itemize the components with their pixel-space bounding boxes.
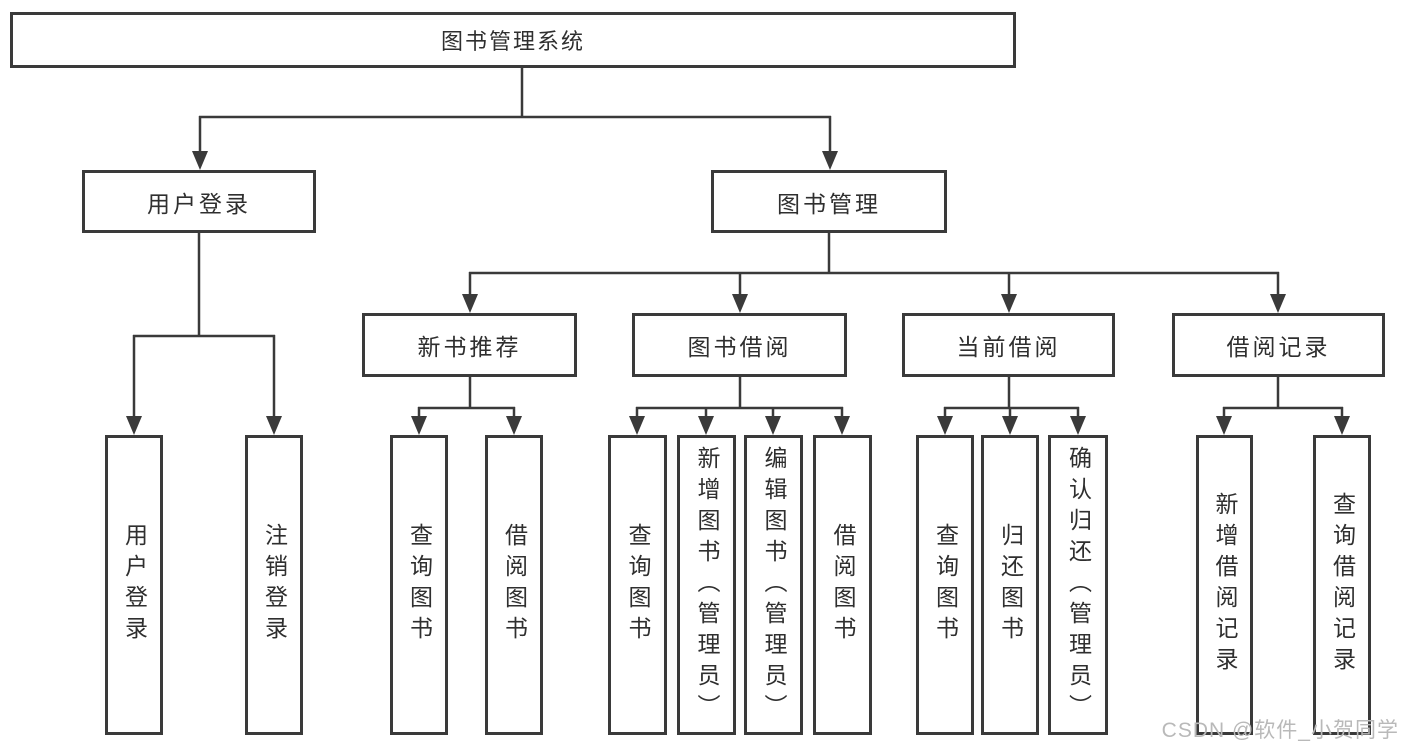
node-root: 图书管理系统 [10,12,1016,68]
node-label: 归还图书 [997,523,1024,647]
node-label: 查询图书 [625,523,651,647]
node-leaf-logout: 注销登录 [245,435,303,735]
node-book-borrowing: 图书借阅 [632,313,847,377]
node-label: 借阅图书 [501,523,528,647]
node-leaf-confirm-return-admin: 确认归还（管理员） [1048,435,1108,735]
watermark: CSDN @软件_小贺同学 [1161,719,1399,742]
node-new-book-recommend: 新书推荐 [362,313,577,377]
node-label: 用户登录 [147,190,251,217]
node-leaf-borrow-books-1: 借阅图书 [485,435,543,735]
node-label: 查询图书 [406,523,433,647]
node-label: 注销登录 [261,523,288,647]
node-borrowing-records: 借阅记录 [1172,313,1385,377]
node-label: 图书管理系统 [440,29,585,54]
node-user-login-branch: 用户登录 [82,170,316,233]
node-leaf-return-books: 归还图书 [981,435,1039,735]
node-leaf-query-borrow-record: 查询借阅记录 [1313,435,1371,735]
node-label: 新增借阅记录 [1212,492,1238,678]
node-label: 用户登录 [121,523,148,647]
node-label: 图书借阅 [687,334,792,360]
node-leaf-query-books-2: 查询图书 [608,435,667,735]
node-book-management: 图书管理 [711,170,947,233]
node-current-borrowing: 当前借阅 [902,313,1115,377]
node-label: 查询图书 [932,523,959,647]
node-label: 查询借阅记录 [1329,492,1356,678]
node-leaf-add-books-admin: 新增图书（管理员） [677,435,736,735]
node-label: 确认归还（管理员） [1065,445,1092,725]
node-label: 当前借阅 [956,334,1061,360]
node-label: 图书管理 [777,190,881,217]
node-label: 编辑图书（管理员） [761,445,787,725]
node-label: 借阅图书 [830,523,856,647]
node-label: 新书推荐 [417,334,522,360]
node-leaf-edit-books-admin: 编辑图书（管理员） [744,435,803,735]
node-label: 借阅记录 [1226,334,1331,360]
node-leaf-user-login: 用户登录 [105,435,163,735]
node-leaf-query-books-1: 查询图书 [390,435,448,735]
node-leaf-query-books-3: 查询图书 [916,435,974,735]
node-leaf-borrow-books-2: 借阅图书 [813,435,872,735]
node-leaf-add-borrow-record: 新增借阅记录 [1196,435,1253,735]
node-label: 新增图书（管理员） [694,445,720,725]
